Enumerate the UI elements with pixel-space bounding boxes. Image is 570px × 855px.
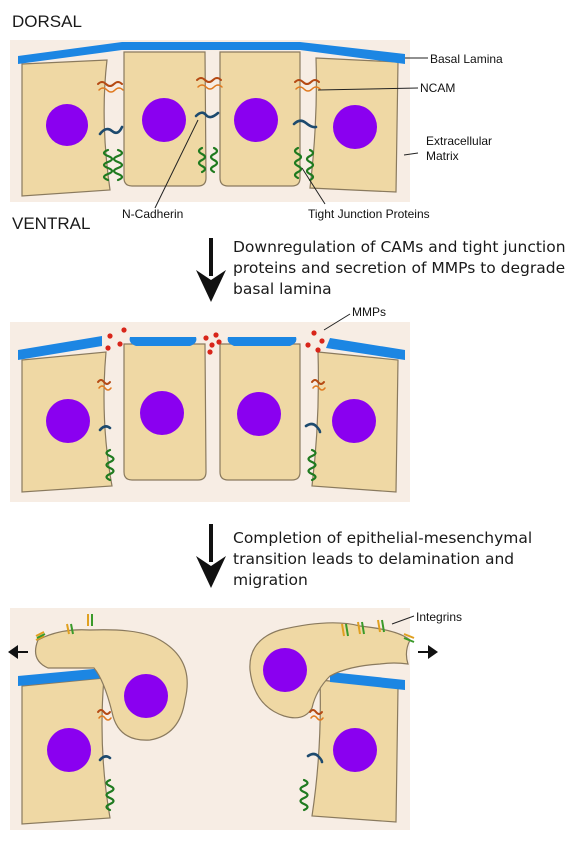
down-arrow-head-icon	[196, 556, 226, 588]
nucleus	[333, 728, 377, 772]
basal-lamina-left-fragment	[18, 336, 102, 360]
right-arrow-icon	[418, 645, 438, 659]
nucleus	[124, 674, 168, 718]
n-cadherin-proteins	[98, 752, 324, 764]
integrins-pointer	[391, 615, 415, 625]
mmps-label: MMPs	[352, 305, 386, 319]
step2-caption-line2: transition leads to delamination and	[233, 550, 514, 568]
tight-junction-pointer	[301, 167, 326, 205]
panel-2-degrading-lamina: MMPs	[10, 305, 410, 502]
n-cadherin-label: N-Cadherin	[122, 207, 183, 221]
nucleus	[46, 399, 90, 443]
basal-lamina	[18, 42, 405, 64]
nucleus	[47, 728, 91, 772]
tight-junction-proteins	[105, 448, 317, 482]
nucleus	[332, 399, 376, 443]
basal-lamina-right-fragment	[326, 338, 405, 360]
basal-lamina-label: Basal Lamina	[430, 52, 503, 66]
ncam-proteins	[97, 77, 321, 93]
tight-junction-label: Tight Junction Proteins	[308, 207, 430, 221]
down-arrow-head-icon	[196, 270, 226, 302]
integrin-proteins	[35, 614, 415, 643]
ecm-label-line2: Matrix	[426, 149, 459, 163]
step2-caption-line1: Completion of epithelial-mesenchymal	[233, 529, 532, 547]
basal-lamina-mid-right-fragment	[227, 337, 297, 346]
nucleus	[46, 104, 88, 146]
migrating-cell-right	[249, 622, 411, 719]
ecm-label-line1: Extracellular	[426, 134, 492, 148]
ncam-proteins	[97, 709, 324, 721]
ncam-pointer	[317, 87, 419, 91]
n-cadherin-pointer	[154, 119, 199, 209]
basal-lamina-left	[18, 668, 104, 686]
n-cadherin-proteins	[98, 422, 322, 434]
integrins-label: Integrins	[416, 610, 462, 624]
ecm-pointer	[403, 152, 419, 156]
down-arrow-icon	[209, 524, 213, 562]
nucleus	[142, 98, 186, 142]
panel-1-intact-epithelium: DORSAL VENTRAL Basal Lamina NCAM Extrace…	[10, 12, 503, 233]
nucleus	[237, 392, 281, 436]
tight-junction-proteins	[105, 778, 309, 812]
tight-junction-proteins	[102, 146, 315, 182]
step1-caption-line3: basal lamina	[233, 280, 332, 298]
left-arrow-icon	[8, 645, 28, 659]
dorsal-label: DORSAL	[12, 12, 82, 31]
process-step-2: Completion of epithelial-mesenchymal tra…	[196, 524, 532, 589]
nucleus	[234, 98, 278, 142]
nucleus	[263, 648, 307, 692]
panel-3-delamination: Integrins	[8, 608, 462, 830]
step1-caption-line1: Downregulation of CAMs and tight junctio…	[233, 238, 566, 256]
nucleus	[140, 391, 184, 435]
ncam-label: NCAM	[420, 81, 455, 95]
mmp-molecules	[105, 327, 325, 355]
process-step-1: Downregulation of CAMs and tight junctio…	[196, 238, 566, 302]
step2-caption-line3: migration	[233, 571, 308, 589]
ventral-label: VENTRAL	[12, 214, 90, 233]
down-arrow-icon	[209, 238, 213, 276]
nucleus	[333, 105, 377, 149]
step1-caption-line2: proteins and secretion of MMPs to degrad…	[233, 259, 565, 277]
basal-lamina-mid-left-fragment	[129, 337, 197, 346]
n-cadherin-proteins	[98, 111, 318, 136]
ncam-proteins	[97, 379, 326, 391]
basal-lamina-right	[330, 672, 405, 690]
mmps-pointer	[323, 313, 351, 331]
